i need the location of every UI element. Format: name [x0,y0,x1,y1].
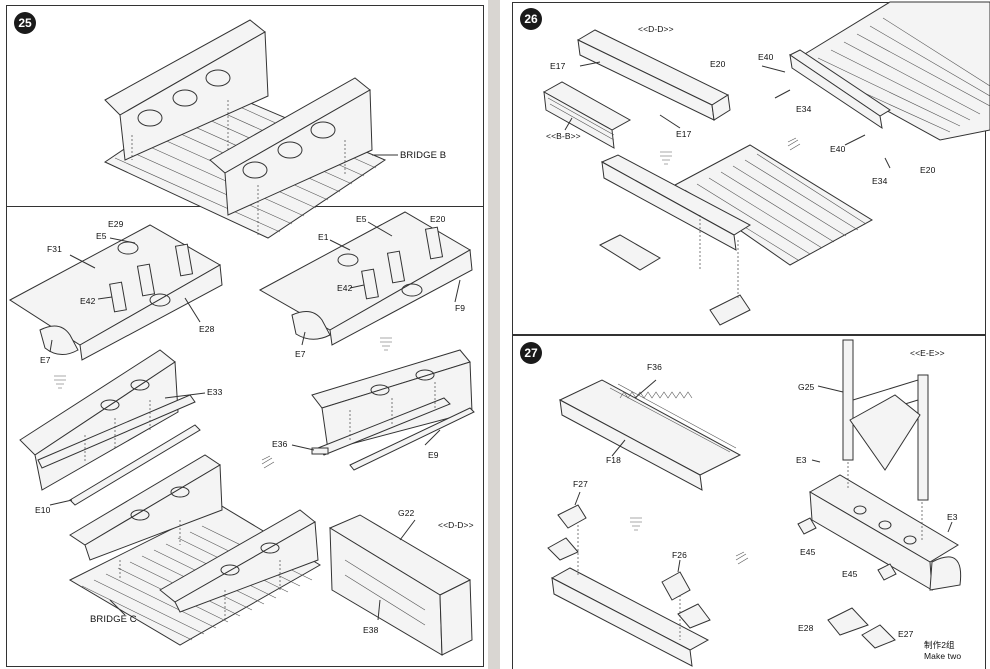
step-27-frame [512,335,986,669]
label-e36: E36 [272,439,288,449]
label-e42-left: E42 [80,296,96,306]
label-e29: E29 [108,219,124,229]
bb-part-26 [542,81,632,149]
instruction-page-left: 25 [0,0,488,669]
label-e17-top: E17 [550,61,566,71]
label-e45-bottom: E45 [842,569,858,579]
label-e9: E9 [428,450,439,460]
label-e3-left: E3 [796,455,807,465]
label-e20-left: E20 [430,214,446,224]
step-26-badge: 26 [520,8,542,30]
ee-frame-27 [797,339,962,649]
label-e40-bottom: E40 [830,144,846,154]
sequence-arrows-right [630,137,801,565]
bridge-b-deck [103,19,398,239]
middle-right-beam [291,349,475,471]
lower-rail-27 [547,491,711,667]
label-e5-right: E5 [356,214,367,224]
label-f36: F36 [647,362,662,372]
label-g25: G25 [798,382,815,392]
label-e42-right: E42 [337,283,353,293]
label-e28-left: E28 [199,324,215,334]
label-ee: <<E-E>> [910,348,945,358]
label-e20-top: E20 [710,59,726,69]
label-e38: E38 [363,625,379,635]
step-26-frame [512,2,986,335]
step-27-badge: 27 [520,342,542,364]
label-make-two-cn: 制作2组 [924,640,955,650]
left-side-frame [9,224,223,361]
label-e20-bottom: E20 [920,165,936,175]
label-f18: F18 [606,455,621,465]
bridge-top-26 [761,1,990,169]
dd-part-26 [576,29,731,129]
label-f31: F31 [47,244,62,254]
instruction-page-right: 26 27 [500,0,990,669]
label-f27: F27 [573,479,588,489]
label-make-two: Make two [924,651,962,661]
right-side-frame [258,211,473,346]
label-e5-left: E5 [96,231,107,241]
label-e33: E33 [207,387,223,397]
label-bb: <<B-B>> [546,131,581,141]
assembled-26 [598,144,873,326]
label-f9: F9 [455,303,466,313]
label-e7-left: E7 [40,355,51,365]
label-bridge-c: BRIDGE C [90,614,137,625]
page-gutter [488,0,500,669]
g22-part [328,514,473,656]
label-e28-right: E28 [798,623,814,633]
sequence-arrows [54,337,392,469]
step-25-badge: 25 [14,12,36,34]
bridge-c-deck [68,454,321,646]
step-25-diagram [9,19,475,656]
label-e7-right: E7 [295,349,306,359]
label-e17-bottom: E17 [676,129,692,139]
middle-left-beam [19,349,206,506]
label-dd-left: <<D-D>> [438,520,474,530]
label-e1: E1 [318,232,329,242]
label-e27: E27 [898,629,914,639]
label-bridge-b: BRIDGE B [400,150,447,161]
label-e45-top: E45 [800,547,816,557]
label-e40-top: E40 [758,52,774,62]
label-dd-right: <<D-D>> [638,24,674,34]
label-e34-bottom: E34 [872,176,888,186]
steps-26-27-diagram [542,1,990,667]
label-f26: F26 [672,550,687,560]
label-e3-right: E3 [947,512,958,522]
f18-f36-rail [558,379,742,491]
label-e34-top: E34 [796,104,812,114]
label-e10: E10 [35,505,51,515]
label-g22: G22 [398,508,415,518]
